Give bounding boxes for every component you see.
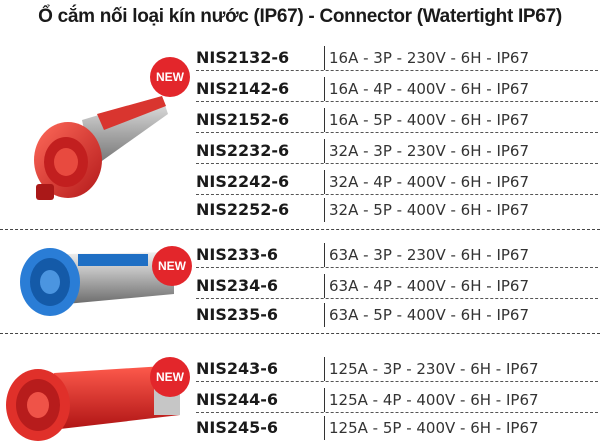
product-spec: 32A - 4P - 400V - 6H - IP67 — [324, 170, 529, 194]
page-title: Ổ cắm nối loại kín nước (IP67) - Connect… — [38, 6, 562, 27]
group-separator — [0, 333, 600, 334]
product-spec: 16A - 5P - 400V - 6H - IP67 — [324, 108, 529, 132]
product-code: NIS2232-6 — [196, 141, 290, 160]
table-row: NIS235-6 63A - 5P - 400V - 6H - IP67 — [196, 303, 598, 327]
product-code: NIS233-6 — [196, 245, 279, 264]
table-row: NIS245-6 125A - 5P - 400V - 6H - IP67 — [196, 416, 598, 440]
product-code: NIS2242-6 — [196, 172, 290, 191]
product-spec: 125A - 4P - 400V - 6H - IP67 — [324, 388, 539, 412]
table-row: NIS244-6 125A - 4P - 400V - 6H - IP67 — [196, 388, 598, 413]
product-spec: 16A - 3P - 230V - 6H - IP67 — [324, 46, 529, 70]
table-row: NIS234-6 63A - 4P - 400V - 6H - IP67 — [196, 274, 598, 299]
product-code: NIS2132-6 — [196, 48, 290, 67]
table-row: NIS2252-6 32A - 5P - 400V - 6H - IP67 — [196, 198, 598, 222]
product-spec: 63A - 5P - 400V - 6H - IP67 — [324, 303, 529, 327]
product-spec: 125A - 3P - 230V - 6H - IP67 — [324, 357, 539, 381]
product-spec: 32A - 3P - 230V - 6H - IP67 — [324, 139, 529, 163]
product-spec: 63A - 3P - 230V - 6H - IP67 — [324, 243, 529, 267]
product-code: NIS244-6 — [196, 390, 279, 409]
table-row: NIS233-6 63A - 3P - 230V - 6H - IP67 — [196, 243, 598, 268]
product-code: NIS2252-6 — [196, 200, 290, 219]
red-connector-image — [34, 96, 168, 200]
table-row: NIS2132-6 16A - 3P - 230V - 6H - IP67 — [196, 46, 598, 71]
product-code: NIS245-6 — [196, 418, 279, 437]
table-row: NIS243-6 125A - 3P - 230V - 6H - IP67 — [196, 357, 598, 382]
table-row: NIS2232-6 32A - 3P - 230V - 6H - IP67 — [196, 139, 598, 164]
product-code: NIS235-6 — [196, 305, 279, 324]
product-spec: 125A - 5P - 400V - 6H - IP67 — [324, 416, 539, 440]
product-code: NIS2152-6 — [196, 110, 290, 129]
product-code: NIS243-6 — [196, 359, 279, 378]
product-spec: 63A - 4P - 400V - 6H - IP67 — [324, 274, 529, 298]
blue-connector-image — [20, 248, 174, 316]
new-badge: NEW — [152, 246, 192, 286]
new-badge: NEW — [150, 357, 190, 397]
product-spec: 32A - 5P - 400V - 6H - IP67 — [324, 198, 529, 222]
group-separator — [0, 229, 600, 230]
new-badge: NEW — [150, 57, 190, 97]
table-row: NIS2142-6 16A - 4P - 400V - 6H - IP67 — [196, 77, 598, 102]
table-row: NIS2152-6 16A - 5P - 400V - 6H - IP67 — [196, 108, 598, 133]
product-code: NIS234-6 — [196, 276, 279, 295]
product-spec: 16A - 4P - 400V - 6H - IP67 — [324, 77, 529, 101]
product-code: NIS2142-6 — [196, 79, 290, 98]
table-row: NIS2242-6 32A - 4P - 400V - 6H - IP67 — [196, 170, 598, 195]
